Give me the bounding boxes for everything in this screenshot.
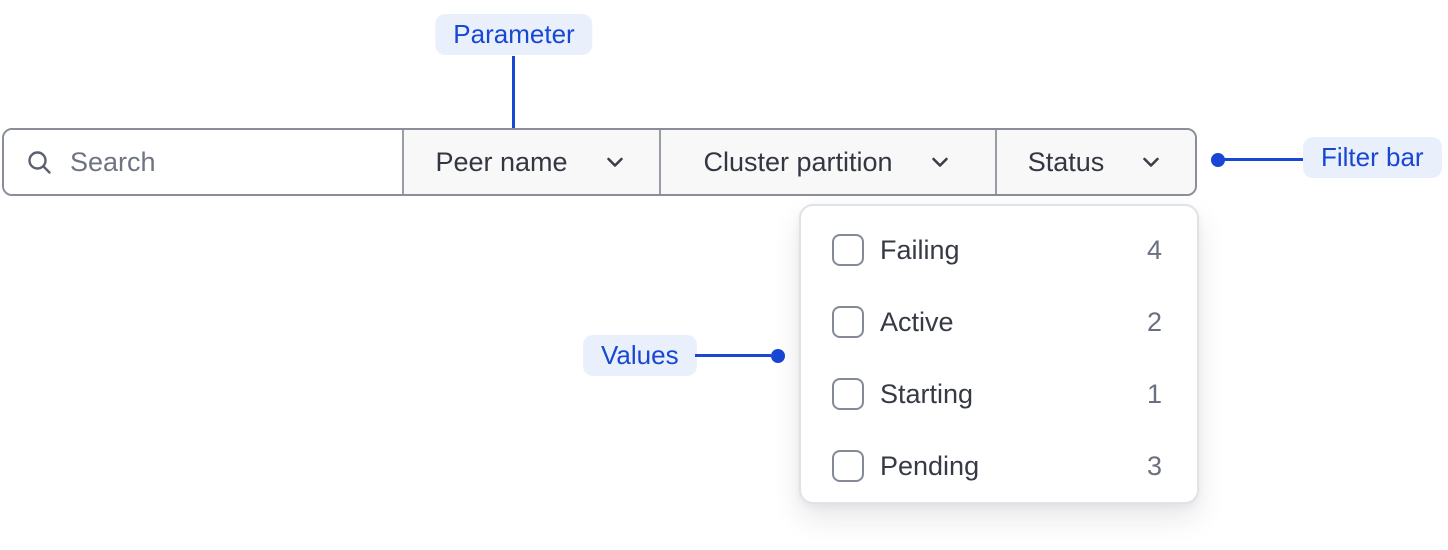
search-placeholder: Search bbox=[70, 146, 156, 177]
status-option-count: 4 bbox=[1146, 234, 1162, 265]
chevron-down-icon bbox=[931, 157, 948, 167]
status-option-failing[interactable]: Failing 4 bbox=[801, 214, 1197, 286]
annotation-values-dot bbox=[771, 349, 785, 363]
dropdown-cluster-partition-label: Cluster partition bbox=[703, 146, 893, 177]
status-option-label: Active bbox=[880, 306, 954, 337]
checkbox-unchecked-icon[interactable] bbox=[832, 450, 864, 482]
annotation-values-label: Values bbox=[583, 335, 697, 376]
status-option-label: Failing bbox=[880, 234, 960, 265]
dropdown-status[interactable]: Status bbox=[995, 130, 1195, 194]
status-option-label: Pending bbox=[880, 450, 980, 481]
status-option-count: 2 bbox=[1146, 306, 1162, 337]
checkbox-unchecked-icon[interactable] bbox=[832, 234, 864, 266]
annotation-parameter-leader-line bbox=[512, 56, 515, 136]
dropdown-peer-name[interactable]: Peer name bbox=[402, 130, 659, 194]
annotation-parameter-label: Parameter bbox=[435, 14, 593, 55]
status-option-label: Starting bbox=[880, 378, 974, 409]
annotation-values-leader-line bbox=[695, 354, 771, 357]
annotation-filter-bar-leader-line bbox=[1222, 158, 1303, 161]
checkbox-unchecked-icon[interactable] bbox=[832, 378, 864, 410]
checkbox-unchecked-icon[interactable] bbox=[832, 306, 864, 338]
filter-bar: Search Peer name Cluster partition Statu… bbox=[2, 128, 1197, 196]
status-option-pending[interactable]: Pending 3 bbox=[801, 430, 1197, 502]
chevron-down-icon bbox=[606, 157, 623, 167]
annotation-filter-bar-label: Filter bar bbox=[1303, 137, 1442, 178]
status-option-count: 1 bbox=[1146, 378, 1162, 409]
annotation-filter-bar-dot bbox=[1211, 153, 1225, 167]
search-field[interactable]: Search bbox=[4, 130, 402, 194]
status-dropdown-panel: Failing 4 Active 2 Starting 1 Pending 3 bbox=[799, 204, 1199, 504]
status-option-count: 3 bbox=[1146, 450, 1162, 481]
chevron-down-icon bbox=[1143, 157, 1160, 167]
search-icon bbox=[28, 150, 51, 174]
dropdown-peer-name-label: Peer name bbox=[435, 146, 568, 177]
dropdown-status-label: Status bbox=[1027, 146, 1105, 177]
dropdown-cluster-partition[interactable]: Cluster partition bbox=[659, 130, 995, 194]
status-option-active[interactable]: Active 2 bbox=[801, 286, 1197, 358]
status-option-starting[interactable]: Starting 1 bbox=[801, 358, 1197, 430]
